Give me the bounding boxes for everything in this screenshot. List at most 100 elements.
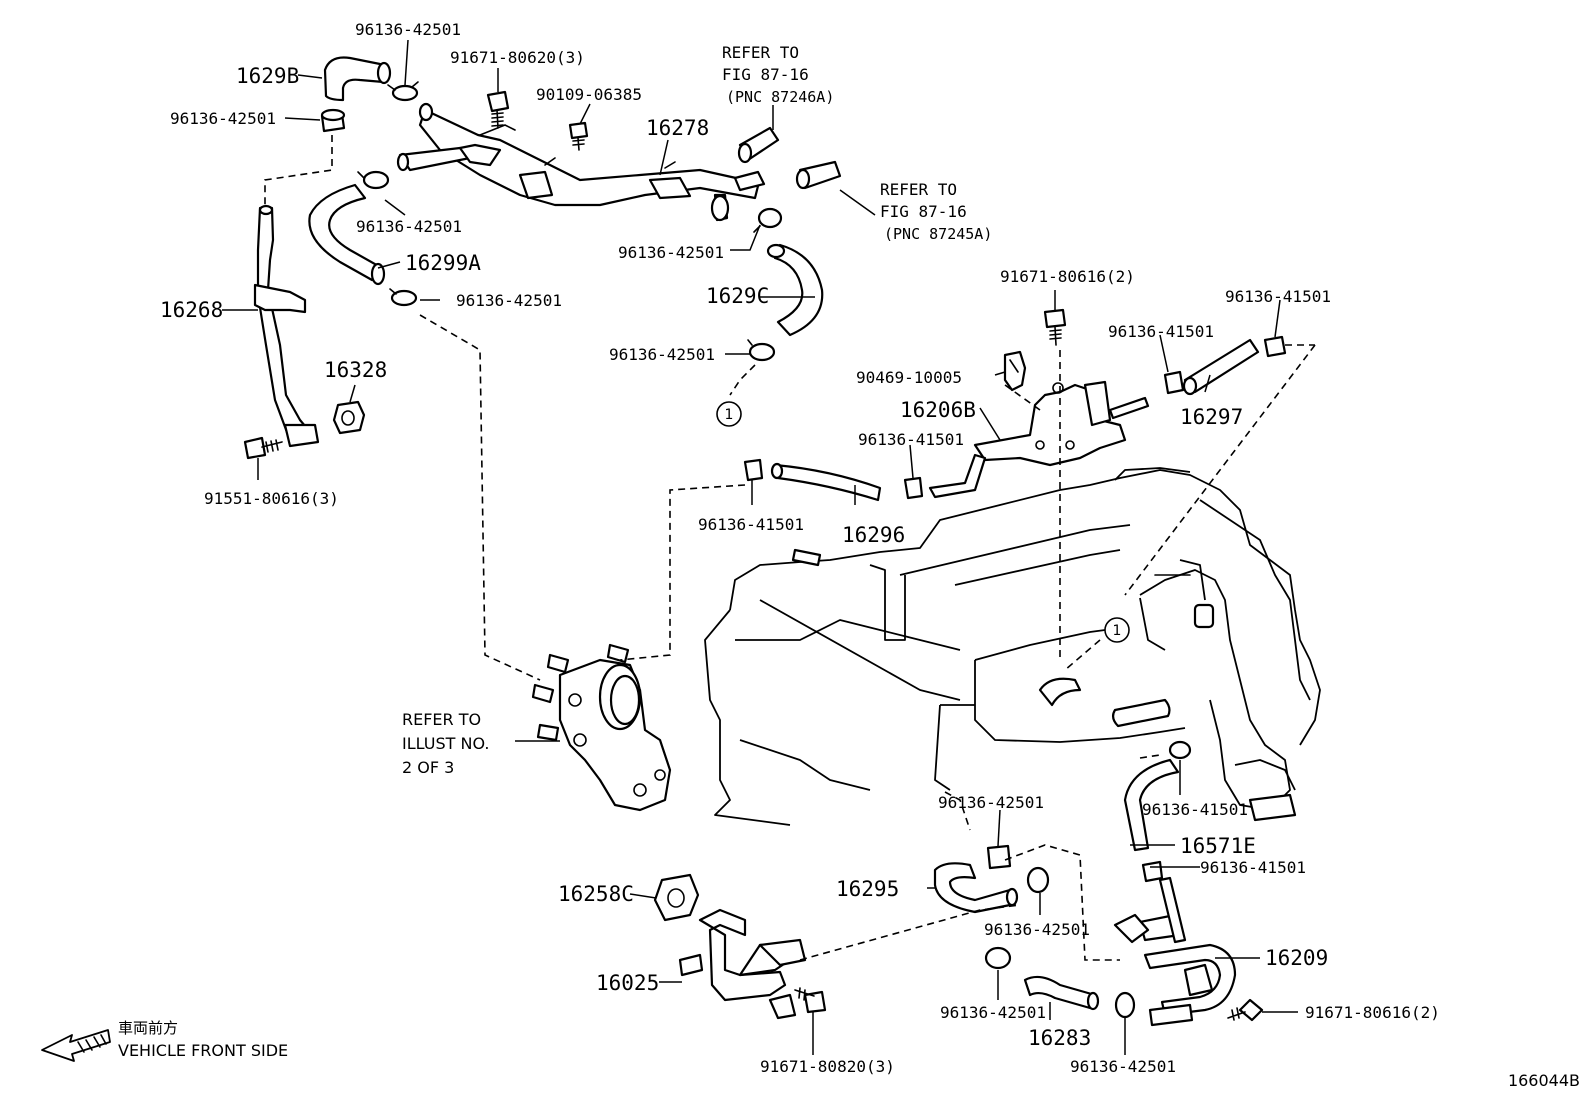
clip-90469-10005[interactable] <box>1003 350 1027 392</box>
clamp-96136-42501-a[interactable] <box>387 81 419 102</box>
label-96136-41501-c[interactable]: 96136-41501 <box>858 430 964 449</box>
refer-note-illust: REFER TO ILLUST NO. 2 OF 3 <box>402 710 489 777</box>
label-16278[interactable]: 16278 <box>646 116 709 140</box>
label-91671-80616-a[interactable]: 91671-80616(2) <box>1000 267 1135 286</box>
leader-lines <box>222 39 1298 1055</box>
label-90469-10005[interactable]: 90469-10005 <box>856 368 962 387</box>
label-16299A[interactable]: 16299A <box>405 251 481 275</box>
label-16268[interactable]: 16268 <box>160 298 223 322</box>
label-16206B[interactable]: 16206B <box>900 398 976 422</box>
label-91671-80620[interactable]: 91671-80620(3) <box>450 48 585 67</box>
bolt-91671-80820[interactable] <box>794 987 827 1014</box>
bracket-16206B[interactable] <box>928 380 1150 499</box>
bolt-90109-06385[interactable] <box>568 121 589 151</box>
label-96136-41501-d[interactable]: 96136-41501 <box>698 515 804 534</box>
label-91671-80820[interactable]: 91671-80820(3) <box>760 1057 895 1076</box>
label-16283[interactable]: 16283 <box>1028 1026 1091 1050</box>
clamp-96136-41501-e[interactable] <box>1168 740 1192 760</box>
label-91671-80616-b[interactable]: 91671-80616(2) <box>1305 1003 1440 1022</box>
clamp-96136-42501-c[interactable] <box>357 170 390 190</box>
ref-circle-1-lower-num: 1 <box>1113 623 1122 639</box>
clamp-96136-42501-b[interactable] <box>320 108 346 133</box>
vehicle-front-indicator: 車両前方 VEHICLE FRONT SIDE <box>41 1019 288 1062</box>
label-96136-42501-a[interactable]: 96136-42501 <box>355 20 461 39</box>
hose-16295[interactable] <box>933 862 1019 914</box>
pipe-16025[interactable] <box>678 908 807 1020</box>
clamp-96136-41501-c[interactable] <box>743 458 764 482</box>
ref-circle-1-lower: 1 <box>1104 617 1130 643</box>
gasket-16328[interactable] <box>332 400 366 435</box>
label-16571E[interactable]: 16571E <box>1180 834 1256 858</box>
refer-87245A-line2: FIG 87-16 <box>880 202 967 221</box>
clamp-96136-41501-b[interactable] <box>1263 335 1287 358</box>
hose-16296[interactable] <box>770 462 882 502</box>
bolt-91671-80620[interactable] <box>486 90 510 129</box>
label-96136-42501-d[interactable]: 96136-42501 <box>456 291 562 310</box>
label-96136-42501-e[interactable]: 96136-42501 <box>618 243 724 262</box>
label-1629C[interactable]: 1629C <box>706 284 769 308</box>
refer-illust-line2: ILLUST NO. <box>402 734 489 753</box>
label-16295[interactable]: 16295 <box>836 877 899 901</box>
pipe-16209[interactable] <box>1113 876 1237 1017</box>
label-16328[interactable]: 16328 <box>324 358 387 382</box>
label-96136-41501-e[interactable]: 96136-41501 <box>1142 800 1248 819</box>
refer-87246A-line2: FIG 87-16 <box>722 65 809 84</box>
refer-87245A-line3: (PNC 87245A) <box>884 225 992 243</box>
bolt-91671-80616-b[interactable] <box>1227 998 1264 1022</box>
label-96136-42501-f[interactable]: 96136-42501 <box>609 345 715 364</box>
label-96136-41501-b[interactable]: 96136-41501 <box>1225 287 1331 306</box>
label-96136-42501-i[interactable]: 96136-42501 <box>940 1003 1046 1022</box>
label-96136-41501-a[interactable]: 96136-41501 <box>1108 322 1214 341</box>
label-16258C[interactable]: 16258C <box>558 882 634 906</box>
refer-87246A-line3: (PNC 87246A) <box>726 88 834 106</box>
clamp-96136-42501-j[interactable] <box>1114 991 1136 1019</box>
clamp-96136-42501-d[interactable] <box>389 288 418 307</box>
clamp-96136-42501-h[interactable] <box>1026 866 1050 894</box>
label-91551-80616[interactable]: 91551-80616(3) <box>204 489 339 508</box>
label-16297[interactable]: 16297 <box>1180 405 1243 429</box>
gasket-16258C[interactable] <box>653 873 700 922</box>
ref-circle-1-upper: 1 <box>716 401 742 427</box>
hose-16571E[interactable] <box>1123 758 1180 852</box>
refer-note-87246A: REFER TO FIG 87-16 (PNC 87246A) <box>722 43 834 106</box>
clamp-96136-42501-e[interactable] <box>753 207 783 233</box>
water-pump-housing <box>531 643 672 812</box>
illustration-id: 166044B <box>1508 1071 1580 1090</box>
label-96136-42501-h[interactable]: 96136-42501 <box>984 920 1090 939</box>
clamp-96136-42501-i[interactable] <box>984 946 1012 970</box>
bolt-91551-80616[interactable] <box>243 436 283 460</box>
label-16025[interactable]: 16025 <box>596 971 659 995</box>
label-90109-06385[interactable]: 90109-06385 <box>536 85 642 104</box>
hose-stub-lower <box>1148 1003 1194 1027</box>
hose-16297[interactable] <box>1182 338 1260 396</box>
clamp-96136-42501-g[interactable] <box>986 844 1012 870</box>
label-96136-42501-j[interactable]: 96136-42501 <box>1070 1057 1176 1076</box>
hose-16283[interactable] <box>1023 975 1100 1011</box>
label-96136-42501-b[interactable]: 96136-42501 <box>170 109 276 128</box>
pipe-stub-87245A <box>795 160 842 190</box>
label-1629B[interactable]: 1629B <box>236 64 299 88</box>
clamp-96136-42501-f[interactable] <box>747 339 776 362</box>
label-16209[interactable]: 16209 <box>1265 946 1328 970</box>
refer-87245A-line1: REFER TO <box>880 180 957 199</box>
label-96136-42501-g[interactable]: 96136-42501 <box>938 793 1044 812</box>
label-96136-42501-c[interactable]: 96136-42501 <box>356 217 462 236</box>
hose-1629C[interactable] <box>766 243 824 337</box>
label-96136-41501-f[interactable]: 96136-41501 <box>1200 858 1306 877</box>
clamp-96136-41501-d[interactable] <box>903 476 924 500</box>
pipe-stub-87246A <box>737 126 780 164</box>
bolt-91671-80616-a[interactable] <box>1043 308 1067 346</box>
clamp-96136-41501-a[interactable] <box>1163 370 1185 395</box>
hose-16299A[interactable] <box>308 183 386 286</box>
part-labels: 1629B 96136-42501 96136-42501 91671-8062… <box>160 20 1440 1076</box>
refer-87246A-line1: REFER TO <box>722 43 799 62</box>
pipe-16268[interactable] <box>253 204 320 448</box>
refer-note-87245A: REFER TO FIG 87-16 (PNC 87245A) <box>880 180 992 243</box>
front-label-jp: 車両前方 <box>118 1019 178 1037</box>
hose-1629B[interactable] <box>323 56 392 102</box>
clamp-96136-41501-f[interactable] <box>1141 860 1164 883</box>
label-16296[interactable]: 16296 <box>842 523 905 547</box>
refer-illust-line1: REFER TO <box>402 710 481 729</box>
pipe-16278[interactable] <box>396 102 766 222</box>
engine-block-outline <box>704 467 1321 831</box>
